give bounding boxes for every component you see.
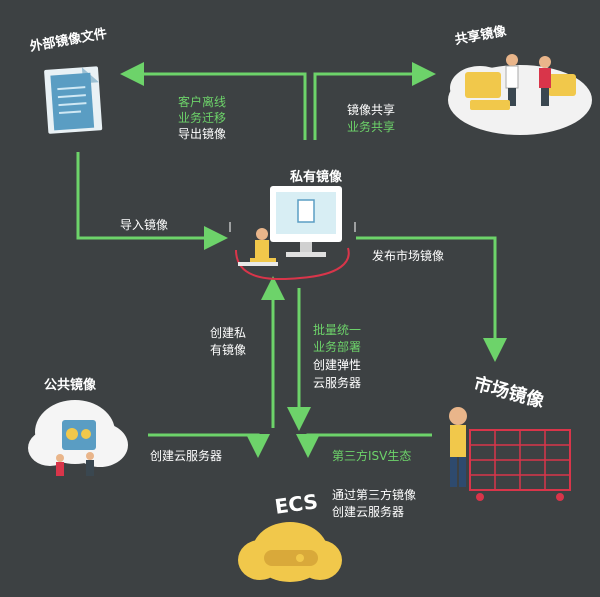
arrow-public-to-ecs bbox=[148, 433, 270, 458]
label-export-image: 导出镜像 bbox=[178, 127, 227, 141]
label-third-party-isv: 第三方ISV生态 bbox=[332, 449, 412, 463]
label-publish-market-image: 发布市场镜像 bbox=[372, 249, 445, 263]
label-business-migration: 业务迁移 bbox=[178, 111, 227, 125]
label-image-share: 镜像共享 bbox=[347, 103, 396, 117]
ecs-title: ECS bbox=[273, 489, 320, 519]
arrow-market-to-ecs bbox=[296, 433, 432, 458]
label-create-server: 创建云服务器 bbox=[150, 449, 223, 463]
label-business-share: 业务共享 bbox=[347, 120, 396, 134]
public-image-title: 公共镜像 bbox=[44, 378, 97, 393]
arrow-private-to-shared bbox=[313, 62, 436, 140]
label-via-third-party-2: 创建云服务器 bbox=[332, 505, 405, 519]
label-via-third-party-1: 通过第三方镜像 bbox=[332, 488, 417, 502]
arrow-private-to-market bbox=[356, 236, 507, 362]
private-image-title: 私有镜像 bbox=[290, 170, 343, 185]
label-customer-offline: 客户离线 bbox=[178, 95, 227, 109]
label-batch-2: 业务部署 bbox=[313, 340, 362, 354]
label-elastic-2: 云服务器 bbox=[313, 376, 362, 390]
arrow-import-to-private bbox=[76, 152, 228, 250]
label-create-private-2: 有镜像 bbox=[210, 343, 247, 357]
label-batch-1: 批量统一 bbox=[313, 323, 362, 337]
label-elastic-1: 创建弹性 bbox=[313, 358, 362, 372]
arrow-export-to-external bbox=[120, 62, 307, 140]
label-import-image: 导入镜像 bbox=[120, 218, 169, 232]
label-create-private-1: 创建私 bbox=[210, 326, 247, 340]
